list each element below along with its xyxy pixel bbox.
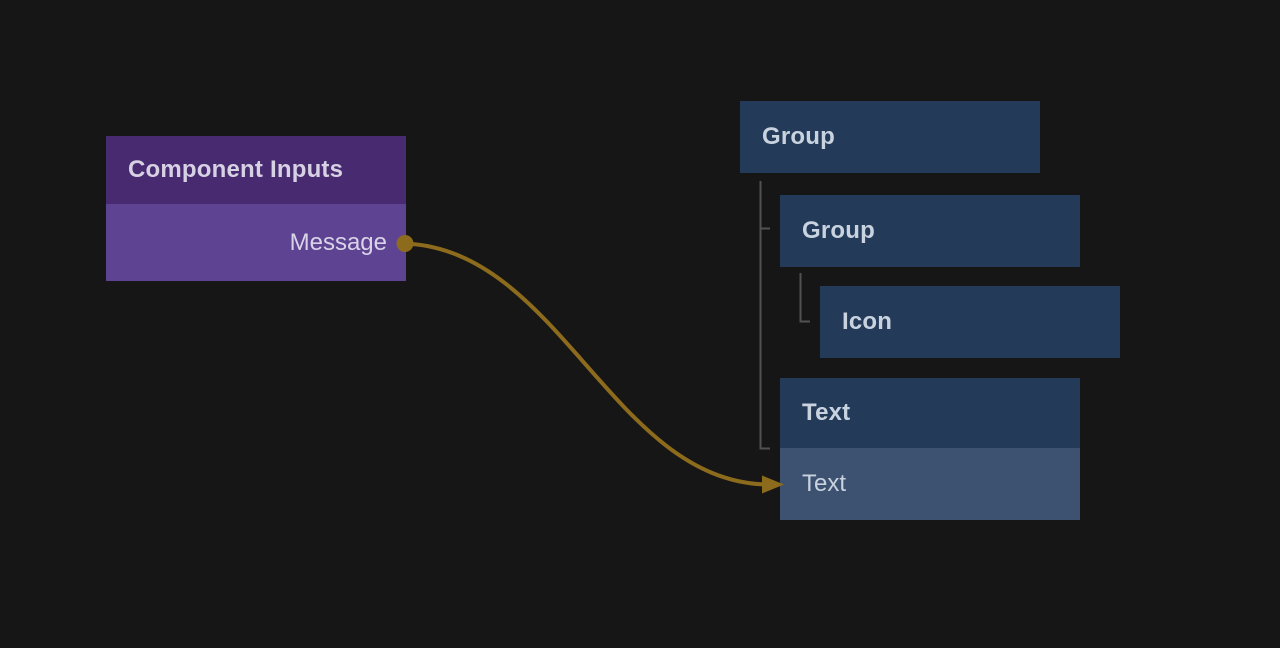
layer-node-group-inner[interactable]: Group (780, 195, 1080, 267)
component-inputs-node[interactable]: Component Inputs Message (106, 136, 406, 281)
layer-label-text: Text (802, 399, 851, 426)
text-property-row[interactable]: Text (780, 448, 1080, 520)
output-message-label: Message (289, 228, 387, 256)
layer-node-text[interactable]: Text Text (780, 378, 1080, 520)
output-row-message[interactable]: Message (106, 204, 406, 281)
message-output-port[interactable] (396, 235, 414, 252)
tree-branch-line-icon (799, 273, 810, 323)
text-property-label: Text (802, 470, 847, 497)
connection-arrowhead-icon (762, 475, 784, 494)
layer-label-group-outer: Group (762, 123, 835, 150)
layer-node-group-outer[interactable]: Group (740, 101, 1040, 173)
connection-wire[interactable] (403, 241, 768, 487)
layer-label-group-inner: Group (802, 217, 875, 244)
layer-label-icon: Icon (842, 308, 893, 335)
component-inputs-title: Component Inputs (128, 156, 344, 183)
component-inputs-header[interactable]: Component Inputs (106, 136, 406, 204)
layer-node-icon[interactable]: Icon (820, 286, 1120, 358)
layer-text-header[interactable]: Text (780, 378, 1080, 448)
tree-branch-line-outer (759, 181, 770, 450)
